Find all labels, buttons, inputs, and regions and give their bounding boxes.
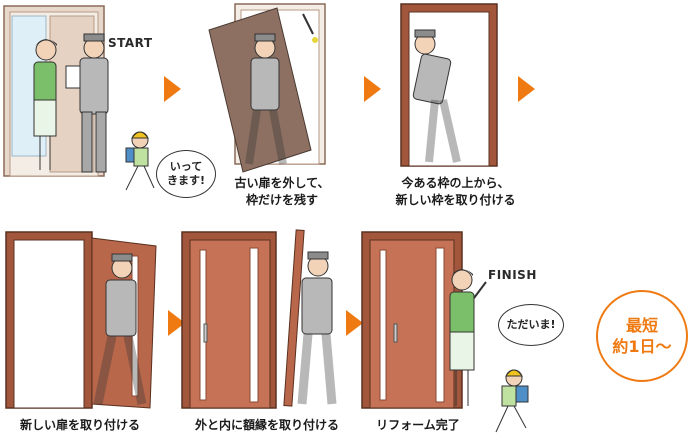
scene-step-2 [395, 0, 505, 172]
step-caption-3: 新しい扉を取り付ける [5, 417, 155, 434]
install-trim-illustration [181, 229, 337, 409]
scene-finish [358, 228, 558, 443]
step-3-line1: 新しい扉を取り付ける [19, 418, 140, 432]
start-illustration [3, 5, 155, 191]
speech-bubble-returning: ただいま! [498, 304, 564, 346]
step-arrow-1 [164, 76, 181, 102]
step-2-line2: 新しい枠を取り付ける [395, 193, 516, 207]
scene-step-4 [178, 228, 343, 413]
remove-door-illustration [208, 3, 326, 173]
step-2-line1: 今ある枠の上から、 [401, 176, 510, 190]
step-1-line2: 枠だけを残す [245, 193, 318, 207]
step-caption-4: 外と内に額縁を取り付ける [177, 417, 357, 434]
step-1-line1: 古い扉を外して、 [234, 176, 330, 190]
badge-line2: 約1日〜 [612, 337, 672, 356]
start-label: START [108, 36, 153, 50]
speech-leaving-line1: いって [169, 160, 203, 173]
install-frame-illustration [400, 3, 498, 167]
step-arrow-3 [518, 76, 535, 102]
duration-badge: 最短 約1日〜 [596, 290, 688, 382]
hang-door-illustration [5, 231, 157, 409]
step-4-line1: 外と内に額縁を取り付ける [194, 418, 339, 432]
scene-start [0, 0, 170, 200]
step-5-line1: リフォーム完了 [376, 418, 460, 432]
step-arrow-4 [168, 310, 185, 336]
step-arrow-2 [364, 76, 381, 102]
scene-step-1 [205, 0, 335, 175]
finish-label: FINISH [488, 268, 537, 282]
step-caption-2: 今ある枠の上から、 新しい枠を取り付ける [388, 175, 523, 209]
step-caption-1: 古い扉を外して、 枠だけを残す [232, 175, 332, 209]
badge-line1: 最短 [625, 316, 658, 335]
speech-leaving-line2: きます! [166, 174, 206, 187]
finish-illustration [361, 231, 529, 433]
speech-bubble-leaving: いって きます! [156, 150, 216, 198]
scene-step-3 [0, 228, 165, 413]
step-caption-5: リフォーム完了 [368, 417, 468, 434]
speech-returning: ただいま! [506, 318, 556, 331]
step-arrow-5 [346, 310, 363, 336]
